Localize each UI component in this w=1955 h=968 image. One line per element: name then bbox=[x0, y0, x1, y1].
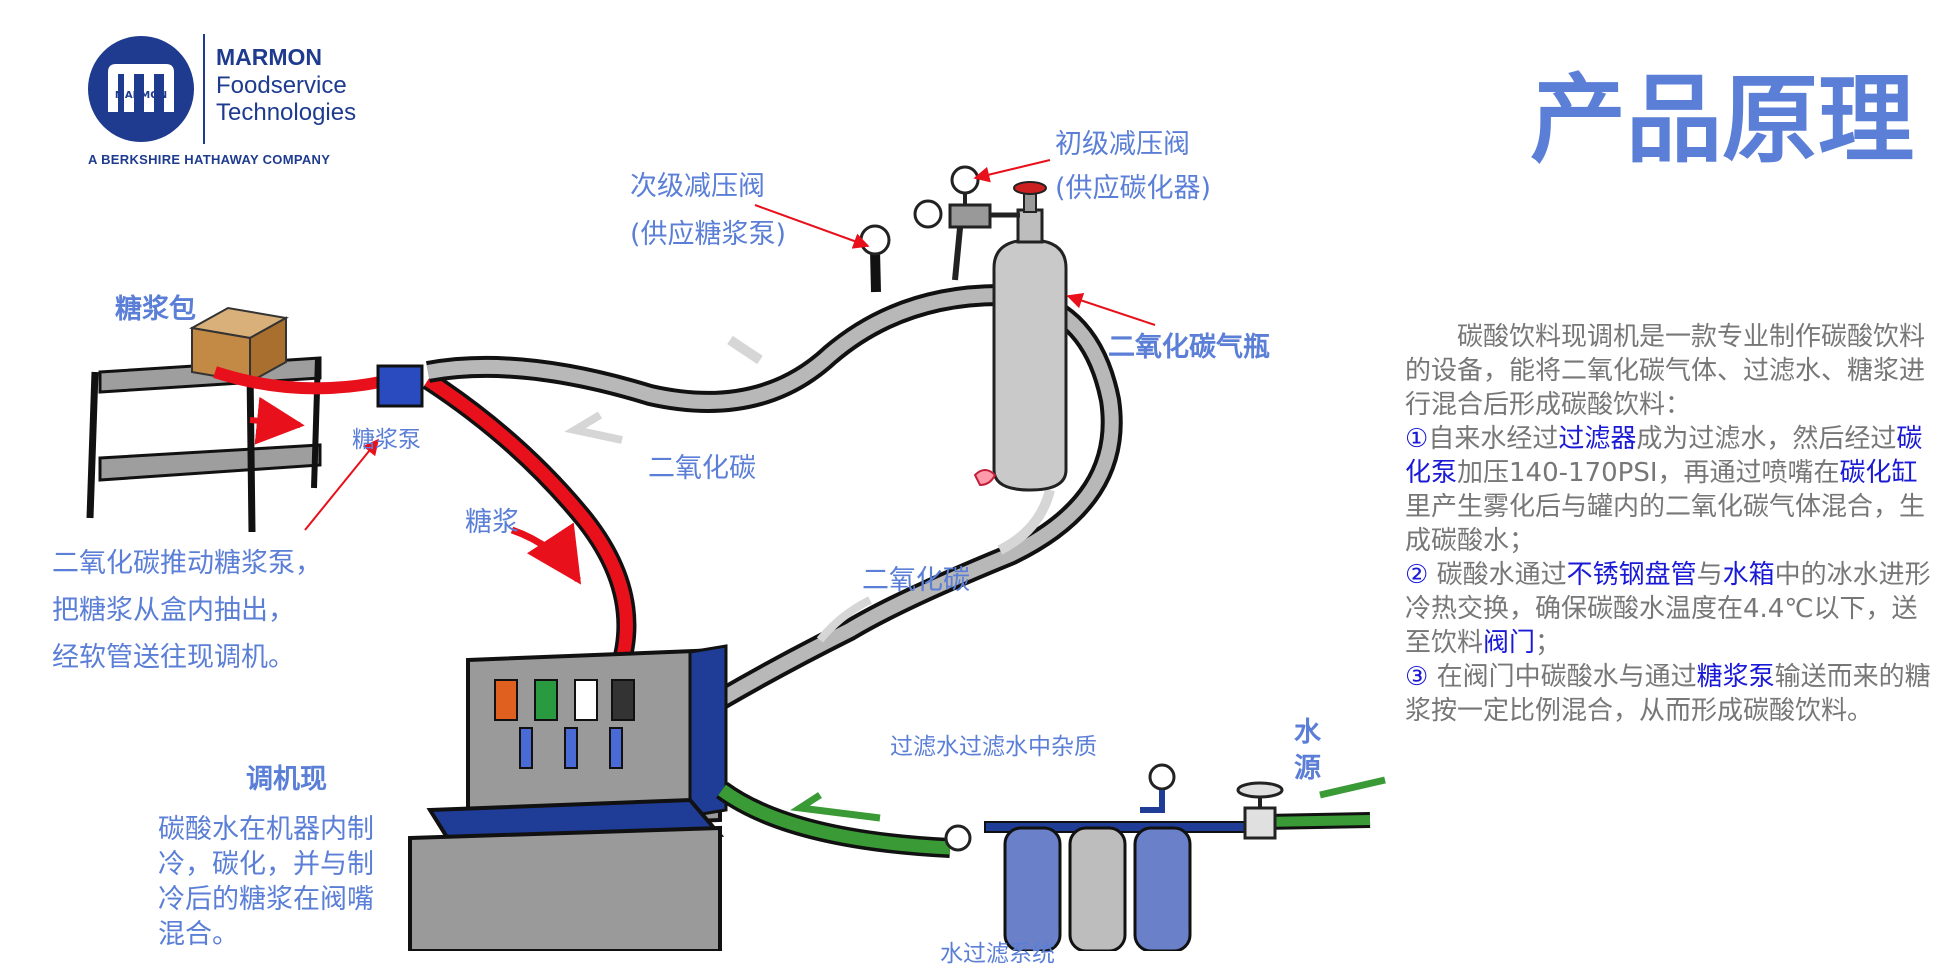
logo-line1: MARMON bbox=[216, 44, 323, 70]
dispenser-note-line: 冷后的糖浆在阀嘴 bbox=[158, 884, 374, 915]
step-2-text: ； bbox=[1535, 628, 1562, 658]
water-filter-system bbox=[944, 763, 1256, 951]
filter-desc-label: 过滤水过滤水中杂质 bbox=[890, 734, 1097, 760]
co2-cylinder-label: 二氧化碳气瓶 bbox=[1108, 332, 1270, 363]
syrup-flow-label: 糖浆 bbox=[465, 507, 519, 538]
primary-regulator bbox=[913, 165, 1020, 281]
dispenser-note-line: 碳酸水在机器内制 bbox=[158, 814, 374, 845]
company-logo: MARMON MARMON Foodservice Technologies A… bbox=[86, 34, 386, 174]
step-3-number: ③ bbox=[1405, 662, 1429, 692]
syrup-hose-to-dispenser bbox=[422, 371, 637, 663]
description-step-3: ③ 在阀门中碳酸水与通过糖浆泵输送而来的糖浆按一定比例混合，从而形成碳酸饮料。 bbox=[1405, 660, 1940, 728]
step-1-text: 加压140-170PSI，再通过喷嘴在 bbox=[1457, 458, 1840, 488]
syrup-pump-label: 糖浆泵 bbox=[352, 427, 421, 453]
water-source-valve bbox=[1236, 781, 1284, 840]
syrup-box bbox=[189, 306, 289, 384]
step-2-number: ② bbox=[1405, 560, 1429, 590]
marmon-logo-mark: MARMON bbox=[88, 36, 194, 142]
step-2-text: 碳酸水通过 bbox=[1428, 560, 1567, 590]
dispenser-note-line: 冷，碳化，并与制 bbox=[158, 849, 374, 880]
dispenser-title: 调机现 bbox=[246, 764, 327, 795]
step-3-text: 在阀门中碳酸水与通过 bbox=[1428, 662, 1697, 692]
pump-note: 二氧化碳推动糖浆泵， 把糖浆从盒内抽出， 经软管送往现调机。 bbox=[52, 540, 322, 681]
filter-system-label: 水过滤系统 bbox=[940, 941, 1055, 967]
logo-line3: Technologies bbox=[216, 99, 357, 126]
primary-valve-label: 初级减压阀 bbox=[1055, 129, 1190, 160]
primary-valve-sub: (供应碳化器) bbox=[1055, 173, 1212, 204]
step-3-highlight: 糖浆泵 bbox=[1696, 662, 1775, 692]
logo-tagline: A BERKSHIRE HATHAWAY COMPANY bbox=[88, 152, 331, 167]
logo-line2: Foodservice bbox=[216, 72, 347, 99]
step-3-text: 输送而来的糖浆按一定比例混合，从而形成碳酸饮料。 bbox=[1405, 662, 1931, 726]
step-2-highlight: 水箱 bbox=[1722, 560, 1775, 590]
water-source-label: 水源 bbox=[1294, 717, 1321, 784]
description-panel: 碳酸饮料现调机是一款专业制作碳酸饮料的设备，能将二氧化碳气体、过滤水、糖浆进行混… bbox=[1405, 320, 1940, 728]
step-1-highlight: 碳化缸 bbox=[1839, 458, 1918, 488]
pump-note-line: 经软管送往现调机。 bbox=[52, 642, 295, 673]
secondary-valve-sub: (供应糖浆泵) bbox=[630, 219, 787, 250]
co2-cylinder bbox=[973, 181, 1068, 492]
step-2-highlight: 阀门 bbox=[1483, 628, 1536, 658]
step-1-highlight: 碳化泵 bbox=[1405, 424, 1923, 488]
step-2-text: 中的冰水进形冷热交换，确保碳酸水温度在4.4℃以下，送至饮料 bbox=[1405, 560, 1931, 658]
step-1-highlight: 过滤器 bbox=[1558, 424, 1637, 454]
description-step-1: ①自来水经过过滤器成为过滤水，然后经过碳化泵加压140-170PSI，再通过喷嘴… bbox=[1405, 422, 1940, 558]
step-1-text: 自来水经过 bbox=[1428, 424, 1559, 454]
syrup-box-label: 糖浆包 bbox=[115, 294, 196, 325]
secondary-regulator bbox=[859, 224, 891, 256]
step-2-highlight: 不锈钢盘管 bbox=[1566, 560, 1697, 590]
step-2-text: 与 bbox=[1696, 560, 1723, 590]
pump-note-line: 把糖浆从盒内抽出， bbox=[52, 595, 295, 626]
pump-note-line: 二氧化碳推动糖浆泵， bbox=[52, 548, 322, 579]
co2-flow-label-1: 二氧化碳 bbox=[648, 453, 756, 484]
step-1-text: 成为过滤水，然后经过 bbox=[1636, 424, 1897, 454]
description-intro: 碳酸饮料现调机是一款专业制作碳酸饮料的设备，能将二氧化碳气体、过滤水、糖浆进行混… bbox=[1405, 322, 1926, 420]
step-1-text: 里产生雾化后与罐内的二氧化碳气体混合，生成碳酸水； bbox=[1405, 492, 1926, 556]
logo-mark-text: MARMON bbox=[115, 90, 167, 101]
dispenser-note: 碳酸水在机器内制 冷，碳化，并与制 冷后的糖浆在阀嘴 混合。 bbox=[158, 812, 374, 952]
syrup-line bbox=[213, 366, 392, 395]
co2-flow-label-2: 二氧化碳 bbox=[862, 565, 970, 596]
description-step-2: ② 碳酸水通过不锈钢盘管与水箱中的冰水进形冷热交换，确保碳酸水温度在4.4℃以下… bbox=[1405, 558, 1940, 660]
logo-divider bbox=[203, 34, 205, 144]
page-title: 产品原理 bbox=[1530, 64, 1914, 176]
dispenser-note-line: 混合。 bbox=[158, 919, 239, 950]
syrup-pump bbox=[376, 364, 424, 408]
step-1-number: ① bbox=[1405, 424, 1429, 454]
beverage-dispenser bbox=[408, 644, 728, 951]
secondary-valve-label: 次级减压阀 bbox=[630, 171, 765, 202]
